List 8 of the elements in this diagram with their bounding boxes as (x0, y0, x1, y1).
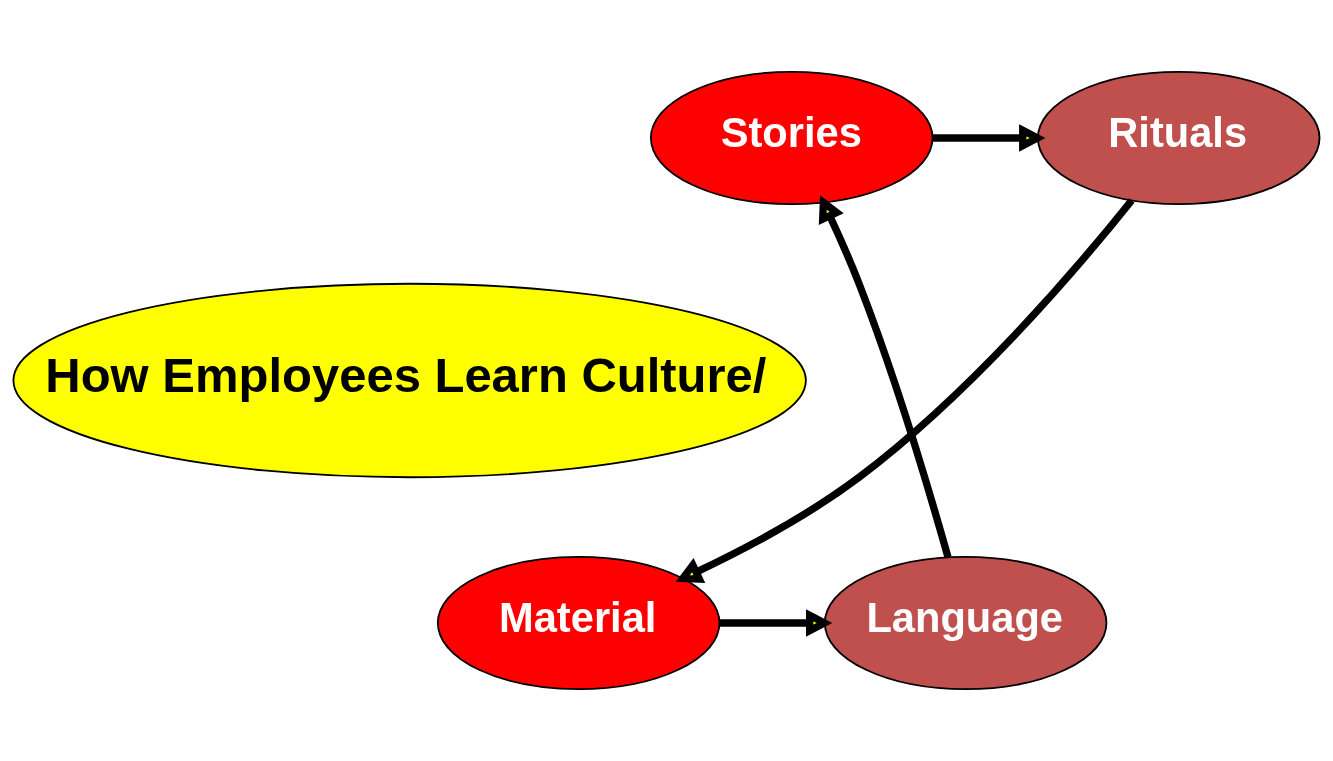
arrow (719, 609, 833, 637)
node-ellipse: Stories (650, 71, 934, 206)
arrow (675, 198, 1135, 584)
arrow (932, 124, 1046, 152)
arrow (818, 195, 952, 559)
node-ellipse: How Employees Learn Culture/ (12, 282, 807, 479)
node-ellipse: Rituals (1036, 71, 1321, 206)
node-ellipse: Language (823, 555, 1108, 690)
